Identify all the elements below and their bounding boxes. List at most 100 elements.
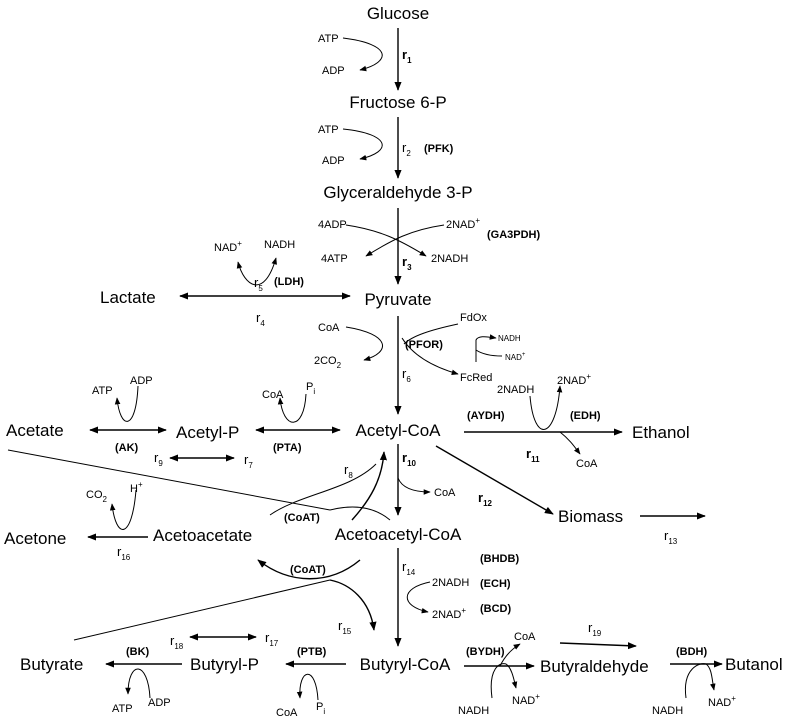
cofactor-fdox: FdOx — [460, 312, 487, 324]
enzyme-bdh: (BDH) — [676, 646, 707, 658]
cofactor-arc-bdh — [684, 663, 716, 699]
curve-coat-to-acetoacetylcoa — [329, 506, 391, 521]
reaction-r6-label: r6 — [402, 366, 411, 384]
reaction-r16-label: r16 — [117, 544, 131, 562]
metabolite-fructose-6p: Fructose 6-P — [349, 93, 446, 112]
cofactor-arc-r3-nad — [365, 224, 445, 257]
cofactor-coa-ptb: CoA — [276, 707, 298, 719]
cofactor-nadh-bdh: NADH — [652, 705, 683, 717]
reaction-r14-label: r14 — [402, 559, 416, 577]
enzyme-bk: (BK) — [126, 646, 150, 658]
cofactor-coa-eth: CoA — [576, 458, 598, 470]
enzyme-ak: (AK) — [115, 442, 139, 454]
reaction-r1-label: r1 — [402, 47, 412, 65]
cofactor-nad-small: NAD+ — [505, 352, 526, 362]
cofactor-arc-bk — [125, 668, 151, 699]
metabolite-glucose: Glucose — [367, 4, 429, 23]
enzyme-bhdb: (BHDB) — [480, 553, 519, 565]
cofactor-arc-bhdb — [406, 581, 431, 614]
enzyme-coat-lower: (CoAT) — [290, 564, 326, 576]
metabolite-butyryl-p: Butyryl-P — [190, 655, 259, 674]
metabolite-biomass: Biomass — [558, 507, 623, 526]
metabolite-acetone: Acetone — [4, 529, 66, 548]
arrow-r19 — [559, 642, 637, 650]
cofactor-arc-r2 — [342, 128, 383, 161]
cofactor-arc-edh — [529, 385, 563, 430]
reaction-r8-label: r8 — [344, 462, 353, 480]
curve-coat-upper — [269, 463, 377, 516]
cofactor-adp-r2: ADP — [322, 155, 345, 167]
reaction-r19-label: r19 — [588, 620, 602, 638]
cofactor-arc-r3-ga3pdh — [345, 224, 427, 257]
metabolite-ethanol: Ethanol — [632, 423, 690, 442]
cofactor-coa-r10: CoA — [434, 487, 456, 499]
cofactor-arc-ldh — [236, 257, 277, 286]
reaction-r5-label: r5 — [254, 275, 263, 293]
cofactor-arc-bydh-nad — [490, 663, 518, 699]
metabolite-acetate: Acetate — [6, 421, 64, 440]
cofactor-coa-pta: CoA — [262, 389, 284, 401]
cofactor-4atp: 4ATP — [321, 253, 348, 265]
cofactor-arc-pta — [277, 393, 307, 423]
cofactor-atp-r1: ATP — [318, 33, 339, 45]
reaction-r12-label: r12 — [478, 490, 493, 508]
metabolite-acetoacetyl-coa: Acetoacetyl-CoA — [335, 525, 462, 544]
cofactor-adp-bk: ADP — [148, 697, 171, 709]
cofactor-arc-pfor-fdox — [403, 323, 459, 345]
cofactor-2nad-eth: 2NAD+ — [557, 372, 591, 387]
cofactor-nad-bydh: NAD+ — [512, 692, 540, 707]
enzyme-coat-upper: (CoAT) — [284, 512, 320, 524]
enzyme-ldh: (LDH) — [274, 276, 304, 288]
enzyme-edh: (EDH) — [570, 410, 601, 422]
reaction-r15-label: r15 — [338, 618, 352, 636]
metabolite-pyruvate: Pyruvate — [364, 290, 431, 309]
arrow-r8 — [351, 451, 388, 521]
cofactor-co2-acetone: CO2 — [86, 489, 108, 504]
cofactor-adp-ak: ADP — [130, 375, 153, 387]
cofactor-atp-bk: ATP — [112, 703, 133, 715]
cofactor-nadh-ldh: NADH — [264, 239, 295, 251]
line-butyrate-coat — [73, 579, 331, 641]
cofactor-nadh-bydh: NADH — [458, 705, 489, 717]
enzyme-ga3pdh: (GA3PDH) — [487, 229, 541, 241]
cofactor-atp-r2: ATP — [318, 124, 339, 136]
metabolite-acetoacetate: Acetoacetate — [153, 526, 252, 545]
metabolite-glyceraldehyde-3p: Glyceraldehyde 3-P — [323, 183, 472, 202]
reaction-r10-label: r10 — [402, 450, 417, 468]
metabolite-butanol: Butanol — [725, 655, 783, 674]
arrow-r15 — [329, 579, 377, 631]
reaction-r2-label: r2 — [402, 140, 411, 158]
enzyme-pta: (PTA) — [273, 442, 302, 454]
cofactor-2nad: 2NAD+ — [446, 216, 480, 231]
cofactor-pi-ptb: Pi — [316, 701, 325, 716]
enzyme-ptb: (PTB) — [297, 646, 327, 658]
cofactor-2co2-pfor: 2CO2 — [314, 355, 342, 370]
enzyme-aydh: (AYDH) — [467, 410, 505, 422]
cofactor-2nadh: 2NADH — [431, 253, 468, 265]
cofactor-arc-small-nad — [475, 349, 503, 357]
reaction-r13-label: r13 — [664, 528, 678, 546]
cofactor-arc-pfor-coa — [345, 326, 383, 361]
arrow-r12-biomass — [435, 445, 554, 515]
reaction-r9-label: r9 — [154, 450, 163, 468]
metabolite-butyrate: Butyrate — [20, 655, 83, 674]
cofactor-nad-ldh: NAD+ — [214, 239, 242, 254]
enzyme-bydh: (BYDH) — [466, 646, 505, 658]
metabolite-acetyl-coa: Acetyl-CoA — [355, 421, 441, 440]
metabolite-butyryl-coa: Butyryl-CoA — [360, 655, 451, 674]
cofactor-arc-r1 — [342, 37, 383, 72]
cofactor-coa-pfor: CoA — [318, 322, 340, 334]
cofactor-nad-bdh: NAD+ — [708, 694, 736, 709]
cofactor-arc-pfor-fd — [401, 337, 459, 375]
metabolite-butyraldehyde: Butyraldehyde — [540, 657, 649, 676]
cofactor-adp-r1: ADP — [322, 65, 345, 77]
cofactor-2nadh-eth: 2NADH — [497, 384, 534, 396]
cofactor-fcred: FcRed — [460, 372, 492, 384]
line-acetate-coat — [7, 449, 331, 511]
metabolite-lactate: Lactate — [100, 288, 156, 307]
cofactor-4adp: 4ADP — [318, 219, 347, 231]
cofactor-coa-bydh: CoA — [514, 631, 536, 643]
cofactor-nadh-small: NADH — [498, 334, 521, 343]
